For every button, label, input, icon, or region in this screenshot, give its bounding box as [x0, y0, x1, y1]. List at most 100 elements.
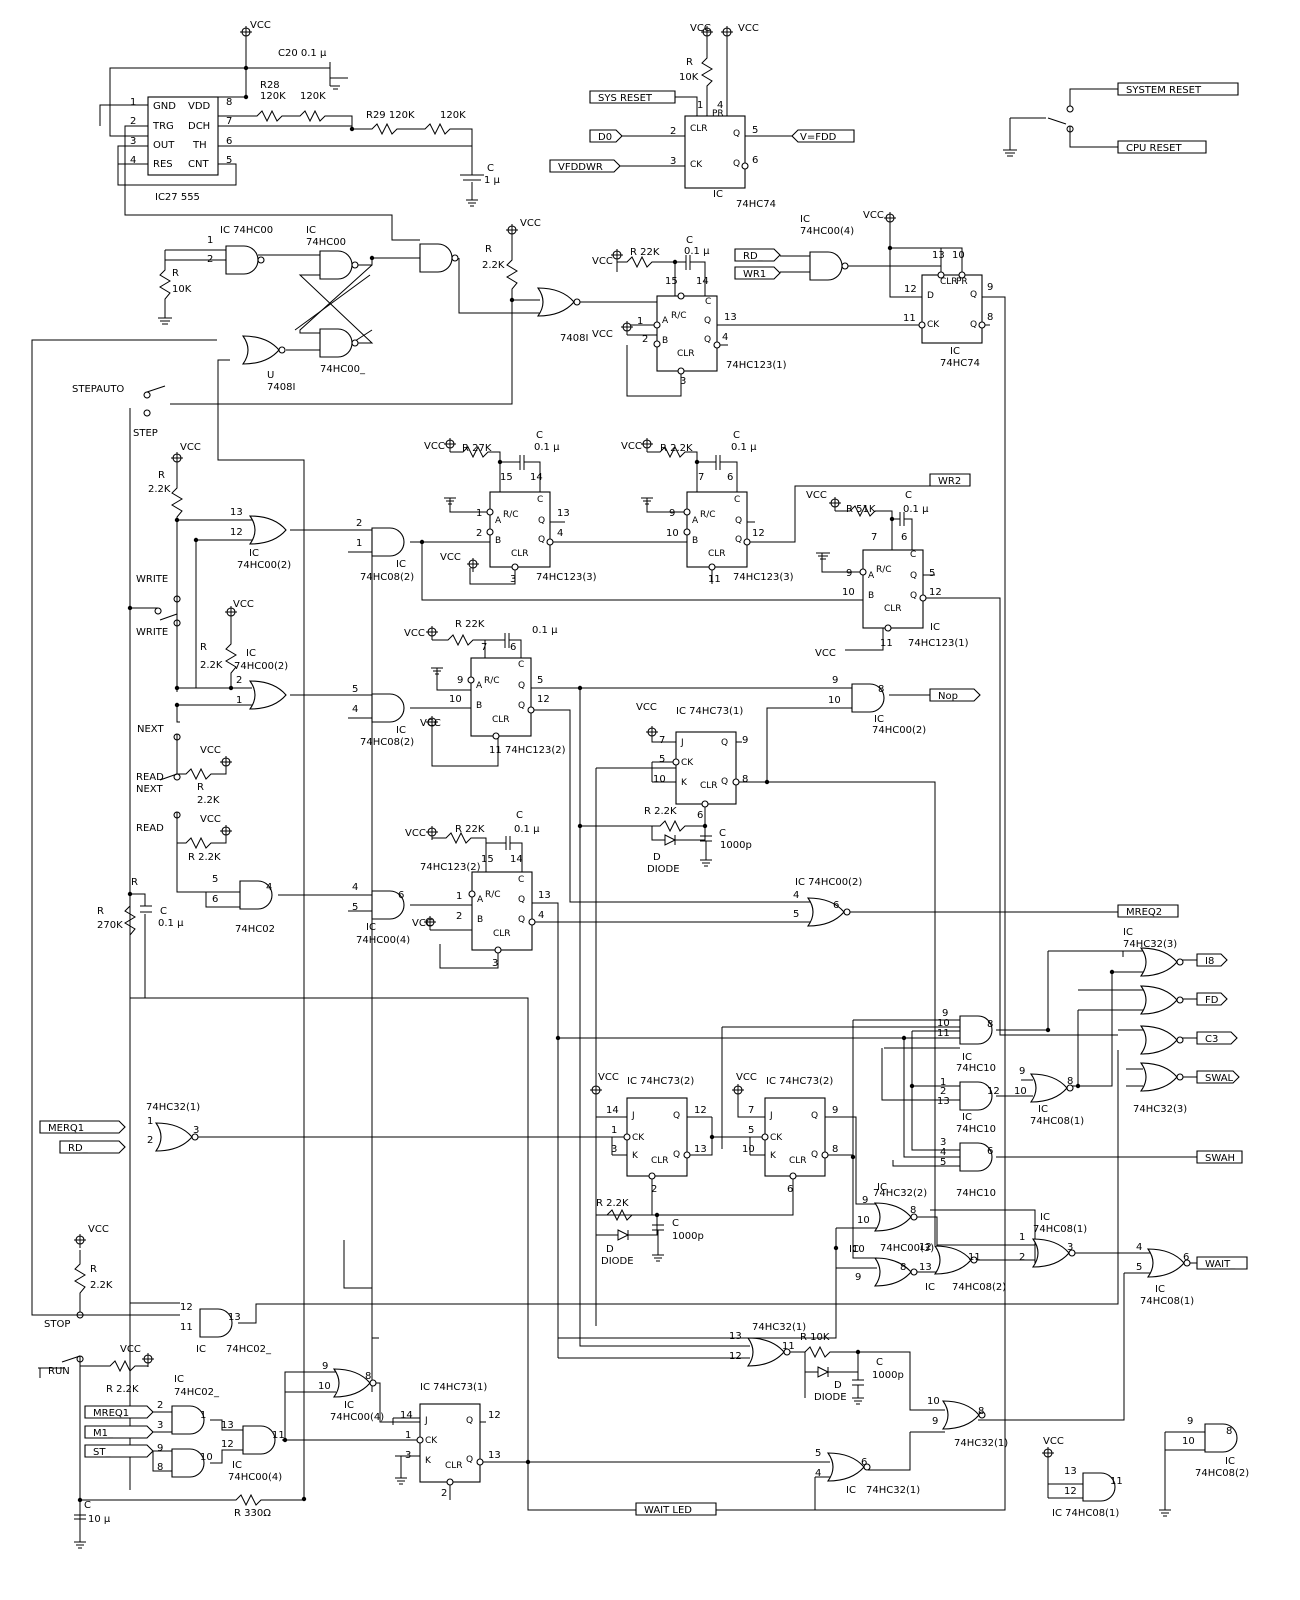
output-bubble-25: [910, 1268, 918, 1276]
vcc-stem-6: [621, 321, 633, 335]
output-bubble-5: [573, 298, 581, 306]
label-text-59: 15: [665, 276, 678, 287]
pin-bubble-22: [492, 732, 500, 740]
wire-72: [846, 265, 942, 275]
logic-gate-nor-36: [826, 1452, 865, 1482]
vcc-stem-23: [142, 1353, 154, 1367]
ic-chip-3: [921, 274, 983, 344]
wire-221: [617, 1229, 630, 1241]
label-text-137: 7: [481, 642, 487, 653]
wire-50: [217, 359, 305, 1499]
ic-pin-name-4: Q: [733, 159, 740, 169]
label-text-101: 11: [708, 574, 721, 585]
junction-dot-20: [709, 1134, 715, 1140]
junction-dot-35: [174, 702, 180, 708]
label-text-241: 14: [606, 1105, 619, 1116]
label-text-113: 5: [929, 568, 935, 579]
label-text-61: 1: [637, 316, 643, 327]
label-text-70: 12: [904, 284, 917, 295]
label-text-14: TRG: [152, 121, 174, 132]
label-text-283: 74HC08(1): [1140, 1296, 1194, 1307]
label-text-23: 120K: [300, 91, 326, 102]
vcc-stem-19: [424, 916, 436, 930]
label-text-309: 12: [221, 1439, 234, 1450]
wire-198: [881, 1048, 960, 1101]
label-text-65: 3: [680, 376, 686, 387]
ic-chip-8: [675, 731, 737, 805]
label-text-77: 74HC74: [940, 358, 980, 369]
ic-chip-7: [470, 657, 532, 737]
label-text-83: R 27K: [462, 443, 492, 454]
label-text-218: IC: [962, 1052, 972, 1063]
wire-75: [171, 466, 183, 692]
junction-dot-8: [174, 685, 180, 691]
junction-dot-32: [889, 516, 895, 522]
logic-gate-and-8: [371, 527, 405, 557]
logic-gate-and-20: [959, 1015, 993, 1045]
pin-bubble-28: [494, 946, 502, 954]
wire-286: [858, 1351, 945, 1411]
label-text-143: 11: [489, 745, 502, 756]
label-text-58: VCC: [592, 329, 613, 340]
wire-298: [1159, 1509, 1171, 1517]
port-shape-12: [1196, 992, 1228, 1006]
ic-pin-name-69: Q: [811, 1111, 818, 1121]
label-text-294: R 2.2K: [106, 1384, 139, 1395]
wire-7: [218, 109, 353, 129]
wire-245: [76, 1311, 84, 1319]
label-text-76: IC: [950, 346, 960, 357]
pin-bubble-14: [683, 508, 691, 516]
vcc-stem-14: [646, 726, 658, 740]
logic-gate-and-10: [371, 693, 405, 723]
port-label-12: FD: [1205, 995, 1219, 1006]
label-text-293: VCC: [120, 1344, 141, 1355]
label-text-236: 74HC32(3): [1133, 1104, 1187, 1115]
label-text-292: RUN: [48, 1366, 70, 1377]
pin-bubble-10: [486, 508, 494, 516]
port-label-15: SWAH: [1205, 1153, 1235, 1164]
junction-dot-18: [909, 1083, 915, 1089]
port-label-7: WR1: [743, 269, 766, 280]
junction-dot-13: [577, 823, 583, 829]
wire-138: [176, 812, 227, 850]
label-text-317: 74HC00(4): [330, 1412, 384, 1423]
junction-dot-27: [855, 1349, 861, 1355]
wire-300: [330, 85, 340, 90]
junction-dot-15: [702, 823, 708, 829]
vcc-stem-0: [240, 26, 252, 40]
wire-169: [700, 859, 712, 867]
wire-95: [641, 497, 653, 505]
label-text-185: 6: [398, 890, 404, 901]
ic-pin-name-51: Q: [721, 777, 728, 787]
label-text-235: 74HC08(1): [1030, 1116, 1084, 1127]
label-text-54: R 22K: [630, 247, 660, 258]
label-text-69: VCC: [863, 210, 884, 221]
label-text-343: 6: [861, 1457, 867, 1468]
junction-dot-30: [497, 459, 503, 465]
wire-152: [651, 740, 676, 743]
wire-84: [500, 461, 541, 492]
wire-11: [117, 145, 237, 186]
label-text-107: C: [905, 490, 912, 501]
ic-pin-name-41: C: [518, 660, 524, 670]
label-text-281: 6: [1183, 1252, 1189, 1263]
wire-162: [652, 819, 705, 833]
wire-94: [646, 498, 687, 513]
wire-202: [892, 1160, 960, 1167]
label-text-103: 74HC123(3): [536, 572, 597, 583]
label-text-328: 74HC32(1): [752, 1322, 806, 1333]
label-text-105: VCC: [806, 490, 827, 501]
ic-pin-name-35: B: [868, 591, 874, 601]
label-text-275: 74HC08(1): [1033, 1224, 1087, 1235]
pin-bubble-27: [468, 890, 476, 898]
ic-chip-0: [147, 96, 219, 176]
output-bubble-15: [191, 1133, 199, 1141]
vcc-stem-9: [829, 497, 841, 511]
label-text-177: C: [719, 828, 726, 839]
label-text-247: 7: [748, 1105, 754, 1116]
label-text-168: 7: [659, 735, 665, 746]
label-text-38: IC 74HC00: [220, 225, 273, 236]
wire-101: [899, 512, 905, 526]
label-text-62: 2: [642, 334, 648, 345]
wire-238: [930, 1209, 1036, 1265]
